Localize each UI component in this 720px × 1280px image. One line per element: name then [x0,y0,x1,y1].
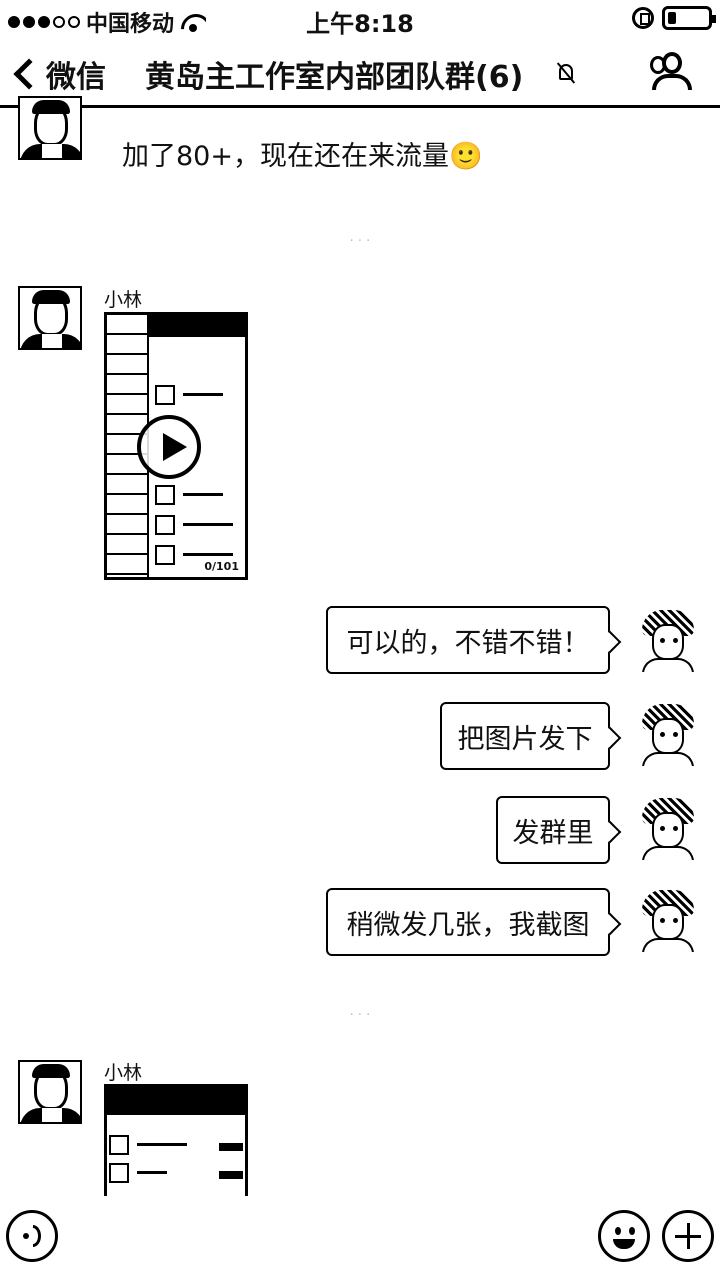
message-text[interactable]: 加了80+，现在还在来流量🙂 [122,141,483,172]
carrier-name: 中国移动 [86,12,175,37]
chevron-left-icon [13,58,45,90]
smiley-icon [601,1213,647,1259]
status-time: 上午8:18 [306,10,414,38]
nav-bar: 微信 黄岛主工作室内部团队群(6) [0,38,720,108]
message-bubble[interactable]: 稍微发几张，我截图 [326,888,610,956]
group-members-button[interactable] [648,52,694,92]
battery-icon [662,6,716,30]
group-members-icon [662,52,682,74]
image-message[interactable] [104,1084,248,1196]
wifi-icon [180,12,206,32]
avatar[interactable] [636,608,700,672]
sender-name: 小林 [104,289,143,311]
status-right [632,6,716,30]
voice-wave-icon [9,1213,55,1259]
message-bubble[interactable]: 发群里 [496,796,610,864]
avatar[interactable] [18,96,82,160]
timestamp: · · · [349,234,371,249]
avatar[interactable] [636,702,700,766]
back-label: 微信 [46,60,106,95]
input-toolbar [0,1196,720,1280]
avatar[interactable] [18,286,82,350]
play-icon[interactable] [137,415,201,479]
avatar[interactable] [636,888,700,952]
emoji-button[interactable] [598,1210,650,1262]
status-left: 中国移动 [8,6,206,38]
more-button[interactable] [662,1210,714,1262]
status-bar: 中国移动 上午8:18 [0,0,720,38]
plus-icon [665,1213,711,1259]
avatar[interactable] [636,796,700,860]
back-button[interactable]: 微信 [13,52,106,96]
timestamp: · · · [349,1008,371,1023]
rotation-lock-icon [632,7,654,29]
avatar[interactable] [18,1060,82,1124]
sender-name: 小林 [104,1062,143,1084]
voice-input-button[interactable] [6,1210,58,1262]
mute-bell-icon [556,62,576,84]
chat-title: 黄岛主工作室内部团队群(6) [145,60,524,95]
message-bubble[interactable]: 把图片发下 [440,702,610,770]
image-counter: 0/101 [204,560,239,573]
message-bubble[interactable]: 可以的，不错不错！ [326,606,610,674]
image-message[interactable]: 0/101 [104,312,248,580]
signal-strength-icon [8,16,80,28]
